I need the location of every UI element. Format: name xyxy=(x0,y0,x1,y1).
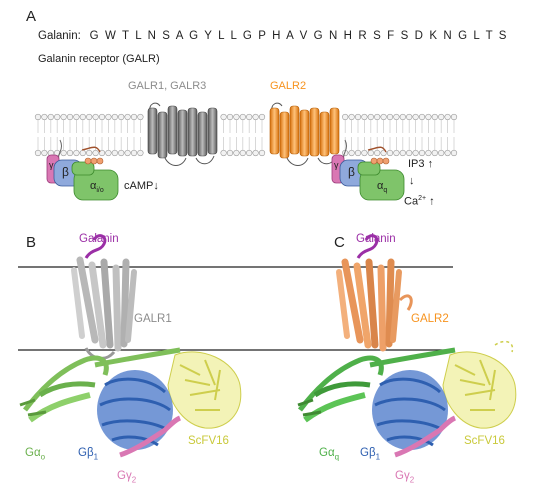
ca-arrow: ↑ xyxy=(429,195,435,208)
panel-b-letter: B xyxy=(26,234,37,251)
panel-c-galpha-sub: q xyxy=(334,452,340,462)
ca-label: Ca2+ ↑ xyxy=(404,195,435,208)
panel-b-galanin-label: Galanin xyxy=(79,233,119,245)
panel-c-letter: C xyxy=(334,234,345,251)
panel-c-galpha-label: Gαq xyxy=(319,447,339,461)
galr2-label: GALR2 xyxy=(270,80,307,92)
left-alpha-sub: i/o xyxy=(96,187,104,195)
panel-b-scfv16-label: ScFV16 xyxy=(188,435,229,447)
panel-b-galpha-label: Gαo xyxy=(25,447,45,461)
camp-arrow: ↓ xyxy=(153,180,159,192)
ca-text: Ca xyxy=(404,195,419,208)
right-gamma-label: γ xyxy=(334,160,339,170)
ip3-text: IP3 xyxy=(408,158,425,170)
right-alpha-sub: q xyxy=(383,187,388,195)
panel-c-ggamma-text: Gγ xyxy=(395,470,410,482)
galr13-label: GALR1, GALR3 xyxy=(128,80,207,92)
right-beta-label: β xyxy=(348,165,355,179)
panel-b-ggamma-sub: 2 xyxy=(131,475,137,485)
ip3-label: IP3 ↑ xyxy=(408,158,433,170)
left-alpha-symbol: α xyxy=(90,180,97,192)
panel-c-ggamma-label: Gγ2 xyxy=(395,470,414,484)
galr2-receptor xyxy=(269,102,340,166)
panel-c-scfv16-label: ScFV16 xyxy=(464,435,505,447)
galanin-sequence-row: Galanin: G W T L N S A G Y L L G P H A V… xyxy=(38,30,508,42)
gq-protein-schematic xyxy=(331,139,405,201)
panel-c-galpha-text: Gα xyxy=(319,447,335,459)
panel-b-gbeta-sub: 1 xyxy=(93,452,99,462)
panel-c-ggamma-sub: 2 xyxy=(409,475,415,485)
panel-b-galr1-label: GALR1 xyxy=(134,313,172,325)
camp-text: cAMP xyxy=(124,180,154,192)
panel-b-galpha-sub: o xyxy=(40,452,46,462)
ca-sup: 2+ xyxy=(418,195,427,202)
panel-c-gbeta-text: Gβ xyxy=(360,447,376,459)
camp-label: cAMP↓ xyxy=(124,180,159,192)
galr13-receptor xyxy=(147,102,218,166)
lipid-bilayer xyxy=(34,113,458,157)
panel-a-letter: A xyxy=(26,8,37,25)
galanin-sequence: G W T L N S A G Y L L G P H A V G N H R … xyxy=(89,30,509,42)
panel-c-galanin-label: Galanin xyxy=(356,233,396,245)
panel-b-ggamma-text: Gγ xyxy=(117,470,132,482)
panel-b-structure xyxy=(19,234,242,458)
ip3-to-ca-arrow: ↓ xyxy=(409,175,415,187)
left-beta-label: β xyxy=(62,165,69,179)
panel-c-gbeta-sub: 1 xyxy=(375,452,381,462)
panel-b-galpha-text: Gα xyxy=(25,447,41,459)
left-gamma-label: γ xyxy=(49,160,54,170)
panel-c-gbeta-label: Gβ1 xyxy=(360,447,380,461)
left-alpha-label: αi/o xyxy=(90,180,104,194)
gio-protein-schematic xyxy=(46,139,119,201)
right-alpha-symbol: α xyxy=(377,180,384,192)
panel-c-structure xyxy=(297,234,517,458)
panel-b-gbeta-label: Gβ1 xyxy=(78,447,98,461)
panel-b-gbeta-text: Gβ xyxy=(78,447,94,459)
ip3-arrow: ↑ xyxy=(427,158,434,170)
right-alpha-label: αq xyxy=(377,180,387,194)
receptor-title: Galanin receptor (GALR) xyxy=(38,53,160,65)
panel-b-ggamma-label: Gγ2 xyxy=(117,470,136,484)
panel-c-galr2-label: GALR2 xyxy=(411,313,449,325)
galanin-label: Galanin: xyxy=(38,30,81,42)
